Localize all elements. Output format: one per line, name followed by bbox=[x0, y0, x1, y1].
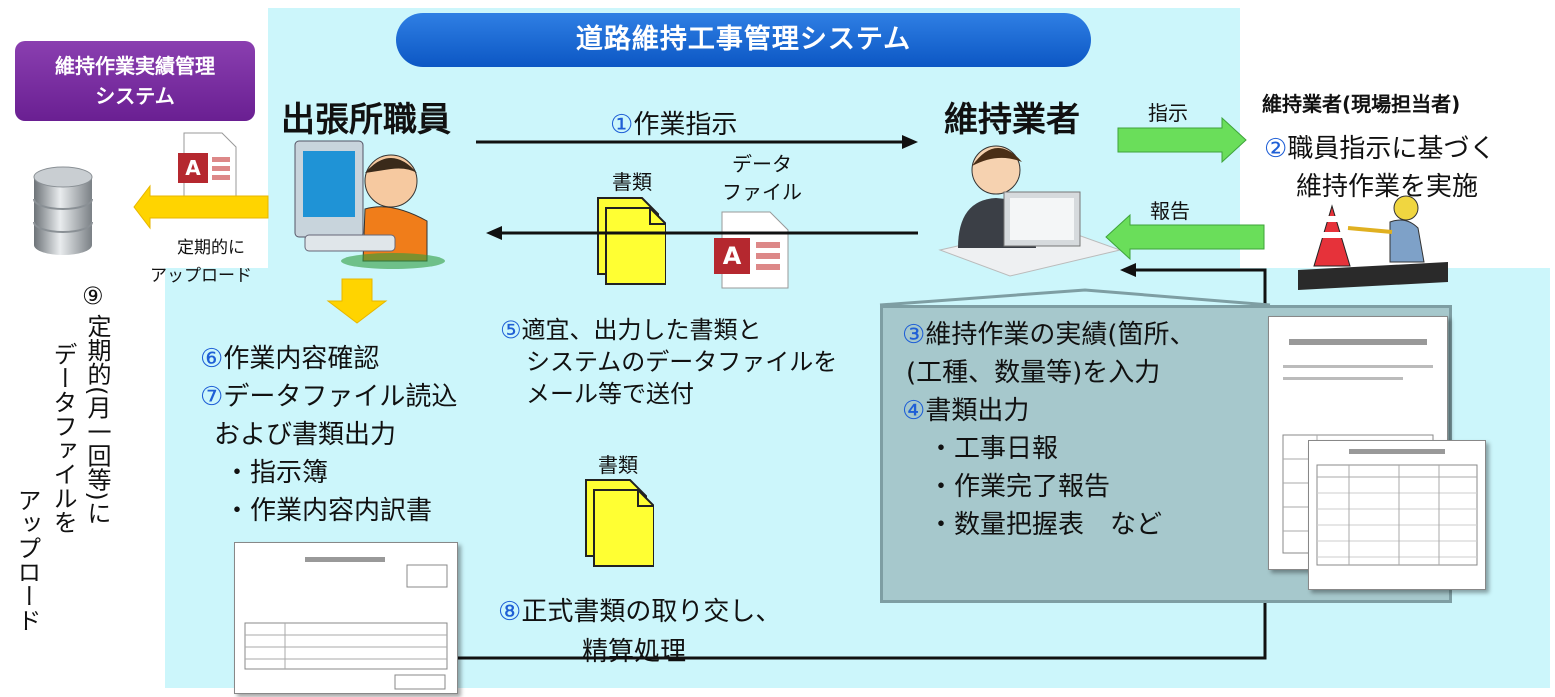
step2-text: ②職員指示に基づく 維持作業を実施 bbox=[1264, 134, 1496, 202]
documents-label: 書類 bbox=[612, 170, 652, 194]
quantity-table-thumbnail bbox=[1308, 440, 1486, 590]
page-title: 道路維持工事管理システム bbox=[396, 13, 1091, 67]
svg-text:A: A bbox=[185, 156, 201, 180]
upload-label: 定期的に アップロード bbox=[150, 238, 252, 286]
office-staff-illustration bbox=[294, 140, 445, 269]
worker-icon bbox=[1298, 195, 1448, 290]
report-label: 報告 bbox=[1150, 199, 1190, 223]
archive-system-badge: 維持作業実績管理 システム bbox=[15, 41, 255, 121]
instruction-book-thumbnail bbox=[234, 542, 458, 694]
access-file-icon-2: A bbox=[714, 211, 789, 289]
documents-label-2: 書類 bbox=[598, 453, 638, 477]
step5-text: ⑤適宜、出力した書類と システムのデータファイルを メール等で送付 bbox=[500, 316, 838, 408]
document-stack-icon-2 bbox=[585, 479, 654, 567]
contractor-illustration bbox=[938, 145, 1122, 277]
access-file-icon: A bbox=[178, 132, 237, 200]
database-icon bbox=[33, 166, 93, 255]
step9-col3: アップロード bbox=[13, 488, 41, 632]
instruct-label: 指示 bbox=[1148, 101, 1188, 125]
step8-text: ⑧正式書類の取り交し、 精算処理 bbox=[498, 597, 782, 667]
step3-4-text: ③維持作業の実績(箇所、 (工種、数量等)を入力 ④書類出力 ・工事日報 ・作業… bbox=[902, 320, 1196, 540]
step6-7-text: ⑥作業内容確認 ⑦データファイル読込 および書類出力 ・指示簿 ・作業内容内訳書 bbox=[200, 344, 458, 526]
actor-office-staff: 出張所職員 bbox=[281, 100, 451, 140]
svg-text:A: A bbox=[723, 242, 742, 270]
archive-system-label-1: 維持作業実績管理 bbox=[55, 54, 215, 78]
step9-number: ⑨ bbox=[82, 282, 104, 310]
archive-system-label-2: システム bbox=[95, 84, 175, 108]
step9-col2: データファイルを bbox=[49, 342, 77, 534]
document-stack-icon bbox=[597, 197, 666, 285]
datafile-label: データ ファイル bbox=[722, 152, 802, 204]
actor-contractor: 維持業者 bbox=[944, 100, 1080, 140]
step9-col1: 定期的(月一回等)に bbox=[83, 314, 111, 525]
actor-field-staff: 維持業者(現場担当者) bbox=[1262, 92, 1461, 116]
step1-label: ①作業指示 bbox=[610, 110, 738, 140]
